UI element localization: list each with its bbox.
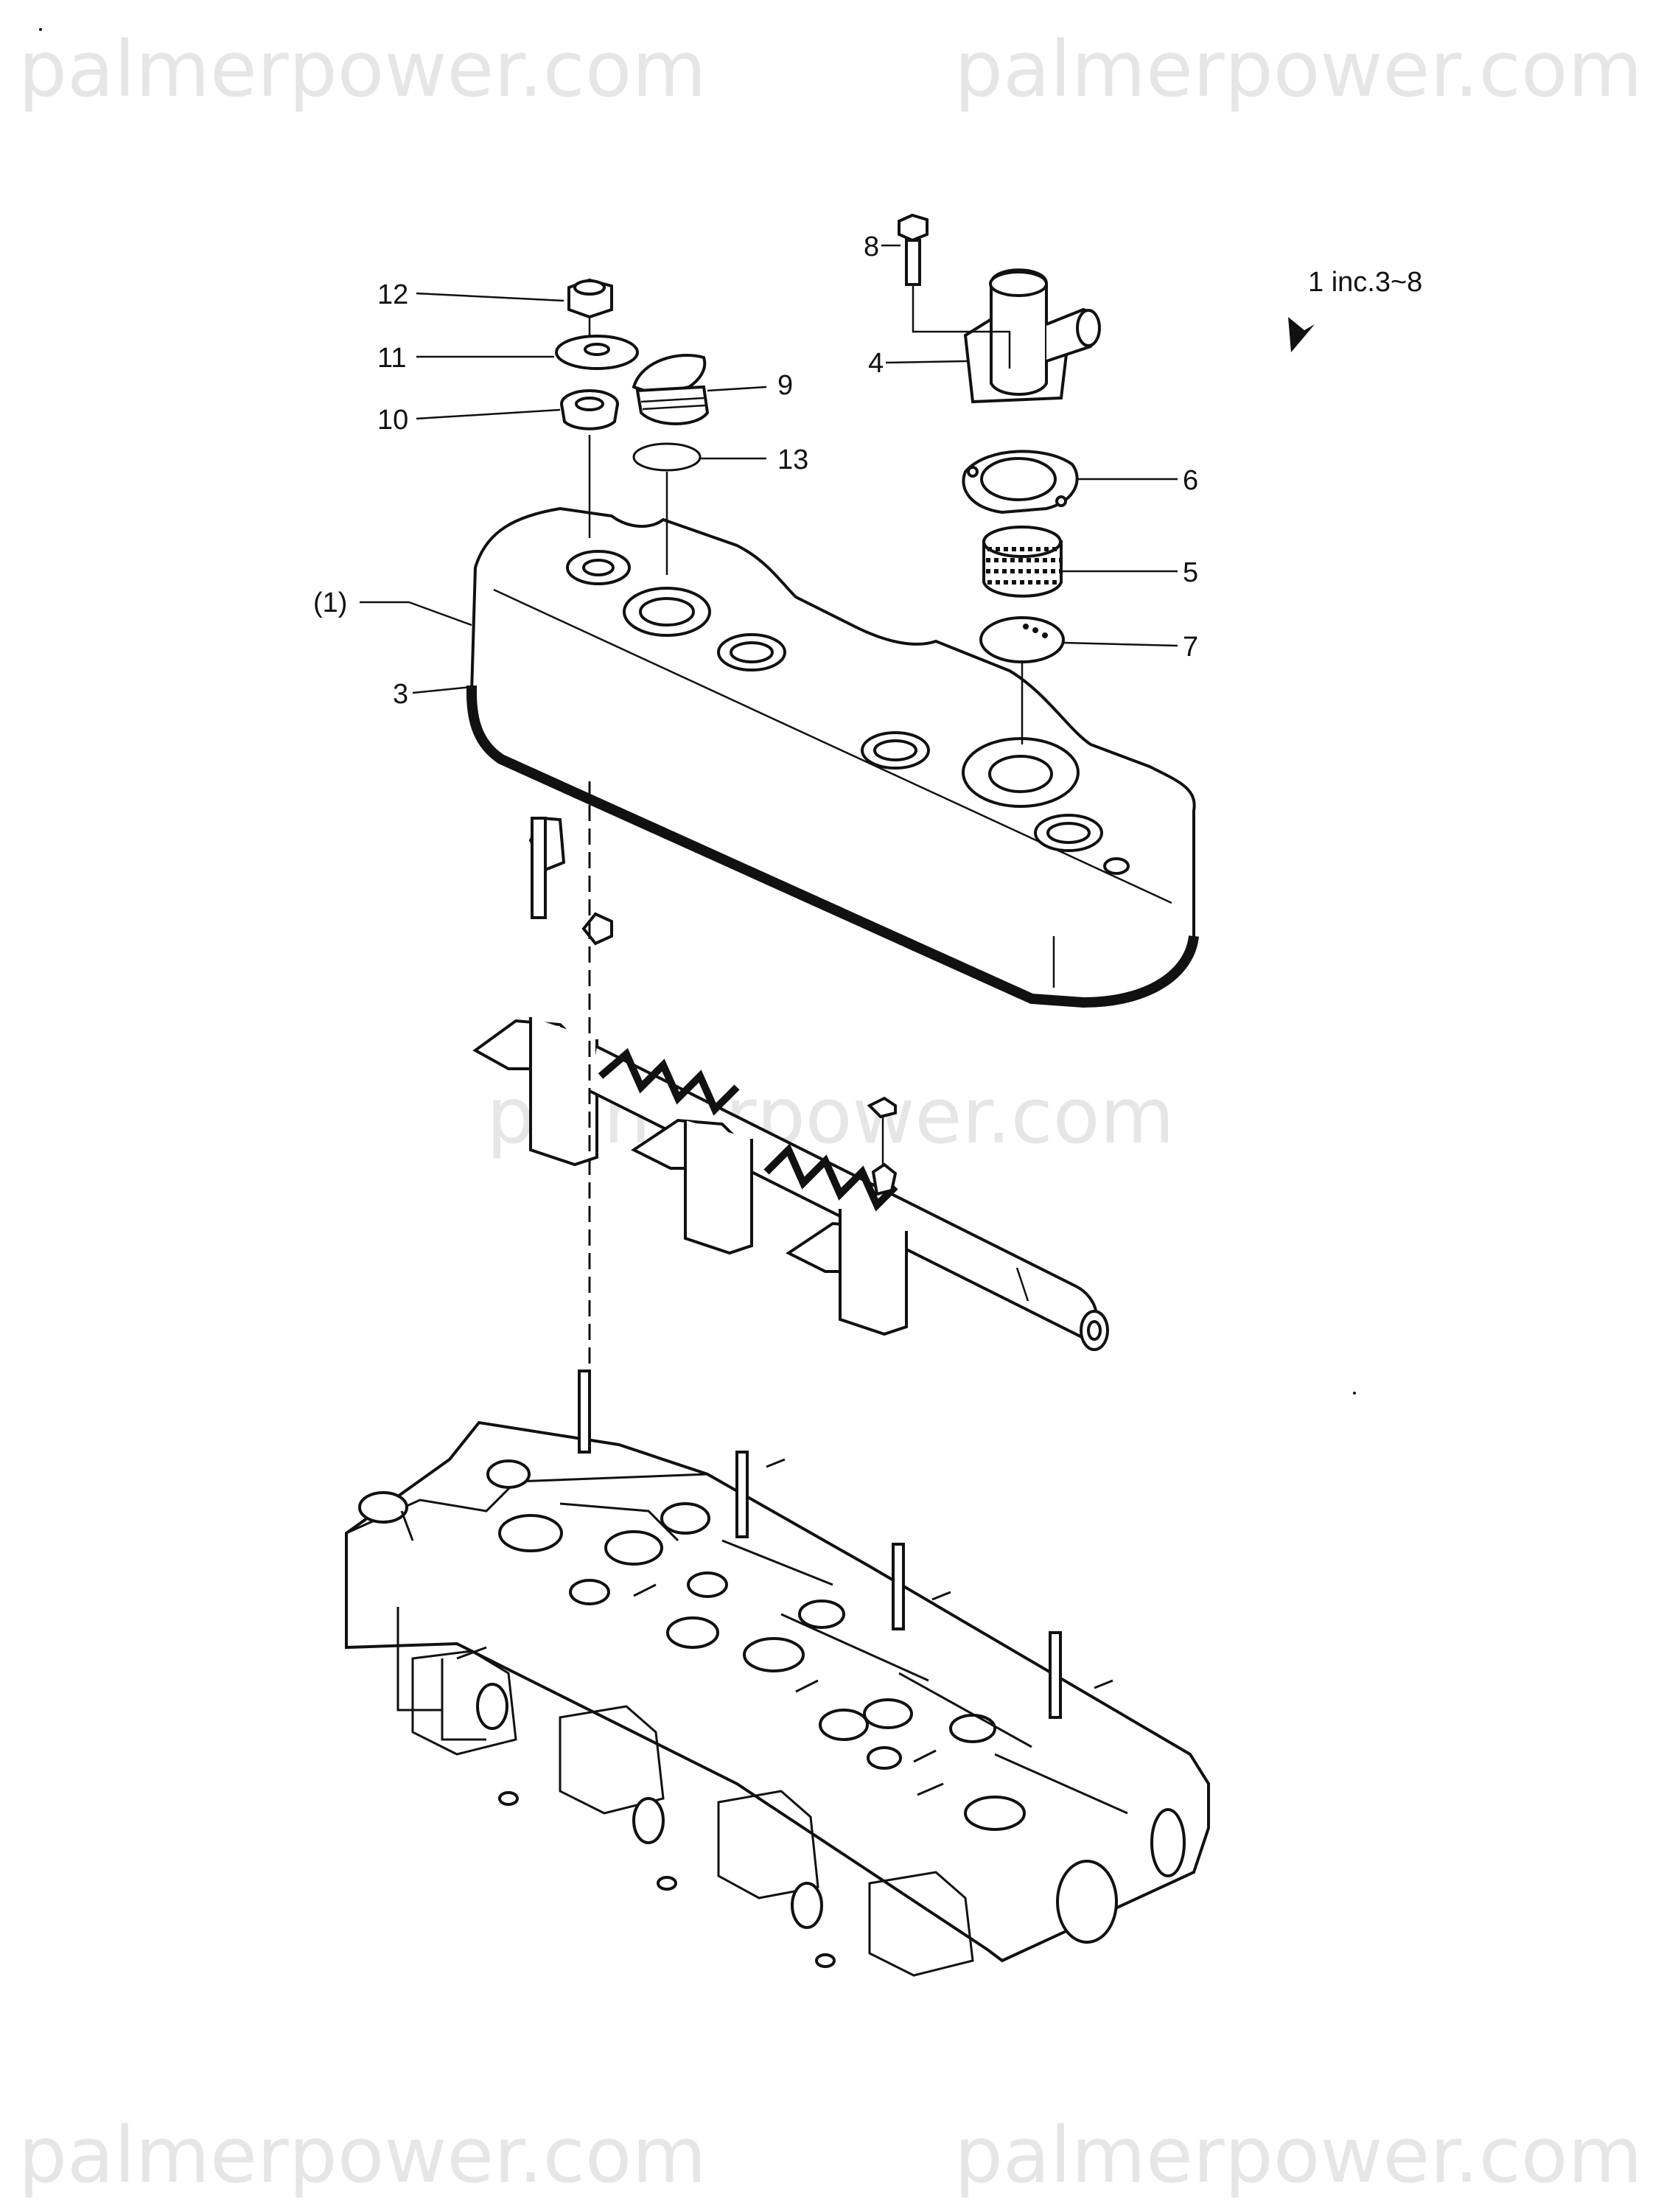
svg-text:5: 5 bbox=[1183, 557, 1198, 588]
gasket-6 bbox=[962, 450, 1079, 514]
svg-text:13: 13 bbox=[777, 444, 808, 475]
cover-gasket bbox=[466, 685, 1199, 1008]
callout-3: 3 bbox=[393, 679, 472, 710]
oil-filler-cap-9 bbox=[632, 354, 710, 425]
stray-dot-top bbox=[39, 28, 42, 31]
washer-11 bbox=[555, 335, 639, 370]
callout-7: 7 bbox=[1063, 632, 1198, 663]
watermark-top-right: palmerpower.com bbox=[954, 24, 1643, 114]
svg-text:8: 8 bbox=[864, 231, 879, 262]
o-ring-13 bbox=[632, 442, 702, 472]
stray-dot bbox=[1353, 1392, 1356, 1395]
watermark-bottom-left: palmerpower.com bbox=[18, 2110, 707, 2200]
callout-10: 10 bbox=[377, 405, 561, 436]
callout-9: 9 bbox=[707, 370, 793, 401]
callout-6: 6 bbox=[1077, 465, 1198, 496]
svg-text:4: 4 bbox=[868, 348, 884, 379]
svg-text:3: 3 bbox=[393, 679, 408, 710]
watermark-bottom-right: palmerpower.com bbox=[954, 2110, 1643, 2200]
rocker-arm-assembly bbox=[472, 816, 1109, 1351]
note-arrow bbox=[1288, 317, 1315, 352]
watermark-top-left: palmerpower.com bbox=[18, 24, 707, 114]
callout-11: 11 bbox=[377, 343, 554, 374]
svg-text:9: 9 bbox=[777, 370, 793, 401]
plug-bolt-12 bbox=[567, 278, 613, 319]
bolt-8 bbox=[898, 213, 929, 286]
callout-4: 4 bbox=[868, 348, 968, 379]
plate-7 bbox=[979, 616, 1065, 663]
svg-text:7: 7 bbox=[1183, 632, 1198, 663]
callout-8: 8 bbox=[864, 231, 901, 262]
valve-cover bbox=[466, 506, 1199, 1008]
callout-1: (1) bbox=[313, 587, 472, 627]
svg-text:10: 10 bbox=[377, 405, 408, 436]
callout-13: 13 bbox=[700, 444, 808, 475]
svg-text:12: 12 bbox=[377, 279, 408, 310]
svg-text:(1): (1) bbox=[313, 587, 347, 618]
callout-12: 12 bbox=[377, 279, 564, 310]
seal-10 bbox=[560, 389, 619, 430]
head-studs bbox=[400, 1370, 1113, 1796]
callout-5: 5 bbox=[1063, 557, 1198, 588]
svg-text:6: 6 bbox=[1183, 465, 1198, 496]
cylinder-head bbox=[345, 1420, 1210, 1977]
thermostat-housing-4 bbox=[963, 268, 1101, 404]
svg-text:11: 11 bbox=[377, 343, 406, 374]
thermostat-5 bbox=[982, 526, 1063, 598]
assembly-note: 1 inc.3~8 bbox=[1308, 267, 1422, 298]
